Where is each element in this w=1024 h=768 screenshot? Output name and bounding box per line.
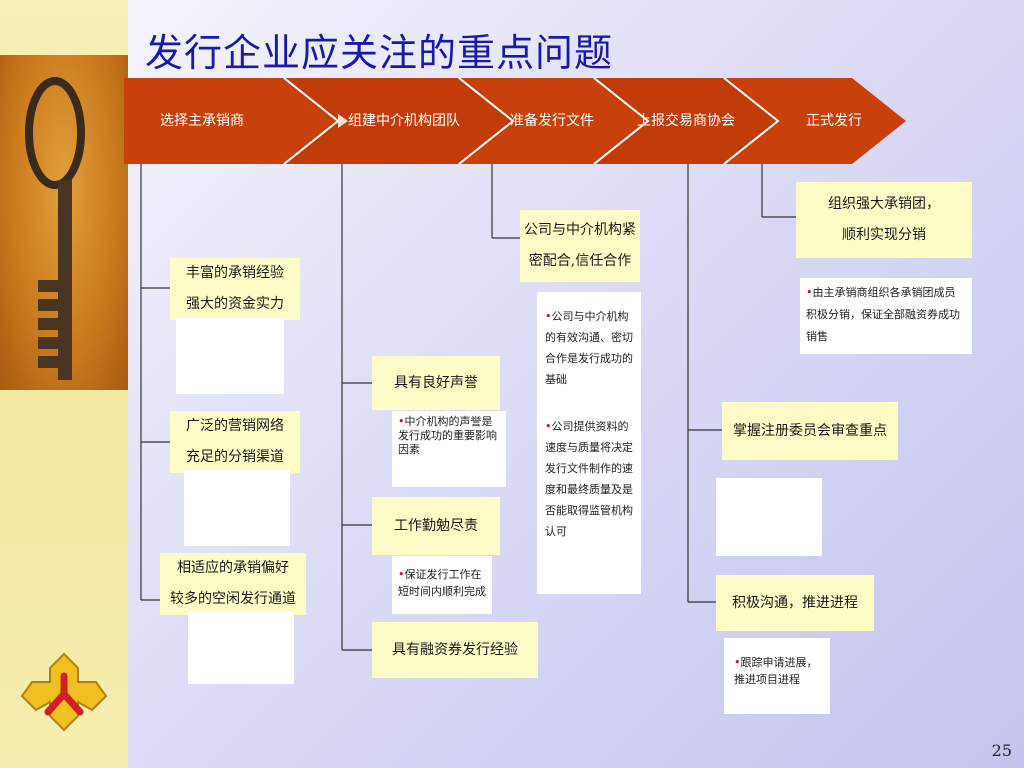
diligence-note: •保证发行工作在短时间内顺利完成: [392, 556, 492, 614]
key-image: [0, 55, 128, 390]
blank-card-4: [716, 478, 822, 556]
box-line: 相适应的承销偏好: [177, 560, 289, 576]
stage-label-3: 准备发行文件: [510, 113, 594, 129]
box-line: 密配合,信任合作: [528, 253, 632, 269]
review-focus-box: 掌握注册委员会审查重点: [722, 402, 898, 460]
cooperation-notes: •公司与中介机构的有效沟通、密切合作是发行成功的基础 •公司提供资料的速度与质量…: [537, 292, 641, 594]
stage-label-4: 上报交易商协会: [637, 113, 735, 129]
process-band: [124, 78, 906, 164]
company-logo: [18, 650, 110, 742]
note-text: 公司提供资料的速度与质量将决定发行文件制作的速度和最终质量及是否能取得监管机构认…: [545, 420, 633, 538]
note-text: 公司与中介机构的有效沟通、密切合作是发行成功的基础: [545, 310, 633, 386]
box-line: 广泛的营销网络: [186, 418, 284, 434]
note-text: 中介机构的声誉是发行成功的重要影响因素: [398, 415, 497, 456]
stage-shape-3: [459, 78, 648, 164]
stage-label-1: 选择主承销商: [160, 113, 244, 129]
cooperation-note-1: •公司与中介机构的有效沟通、密切合作是发行成功的基础: [545, 310, 633, 386]
note-text: 由主承销商组织各承销团成员积极分销，保证全部融资券成功销售: [806, 286, 960, 343]
underwriter-box-3: 相适应的承销偏好 较多的空闲发行通道: [160, 553, 306, 615]
stage-label-5: 正式发行: [806, 113, 862, 129]
note-text: 保证发行工作在短时间内顺利完成: [398, 568, 486, 598]
box-line: 较多的空闲发行通道: [170, 591, 296, 607]
stage-shape-4: [594, 78, 778, 164]
stage-shape-2: [284, 78, 513, 164]
underwriter-box-1: 丰富的承销经验 强大的资金实力: [170, 258, 300, 320]
box-line: 组织强大承销团，: [828, 196, 940, 212]
cooperation-box: 公司与中介机构紧 密配合,信任合作: [520, 210, 640, 282]
experience-box: 具有融资券发行经验: [372, 622, 538, 678]
page-title: 发行企业应关注的重点问题: [145, 31, 614, 75]
underwriter-box-2: 广泛的营销网络 充足的分销渠道: [170, 411, 300, 473]
box-line: 顺利实现分销: [842, 227, 926, 243]
stage-shape-5: [724, 78, 906, 164]
communication-box: 积极沟通，推进进程: [716, 575, 874, 631]
diligence-box: 工作勤勉尽责: [372, 497, 500, 555]
blank-card-3: [188, 612, 294, 684]
distribution-note: •由主承销商组织各承销团成员积极分销，保证全部融资券成功销售: [800, 278, 972, 354]
reputation-note: •中介机构的声誉是发行成功的重要影响因素: [392, 411, 506, 487]
box-line: 强大的资金实力: [186, 296, 284, 312]
page-number: 25: [991, 741, 1012, 760]
blank-card-1: [176, 318, 284, 394]
distribution-box: 组织强大承销团， 顺利实现分销: [796, 182, 972, 258]
reputation-box: 具有良好声誉: [372, 356, 500, 410]
stage-shape-1: [124, 78, 338, 164]
stage-label-2: 组建中介机构团队: [348, 113, 460, 129]
blank-card-2: [184, 470, 290, 546]
box-line: 公司与中介机构紧: [524, 222, 636, 238]
cooperation-note-2: •公司提供资料的速度与质量将决定发行文件制作的速度和最终质量及是否能取得监管机构…: [545, 420, 633, 538]
note-text: 跟踪申请进展，推进项目进程: [734, 656, 818, 686]
communication-note: •跟踪申请进展，推进项目进程: [724, 638, 830, 714]
box-line: 丰富的承销经验: [186, 265, 284, 281]
box-line: 充足的分销渠道: [186, 449, 284, 465]
